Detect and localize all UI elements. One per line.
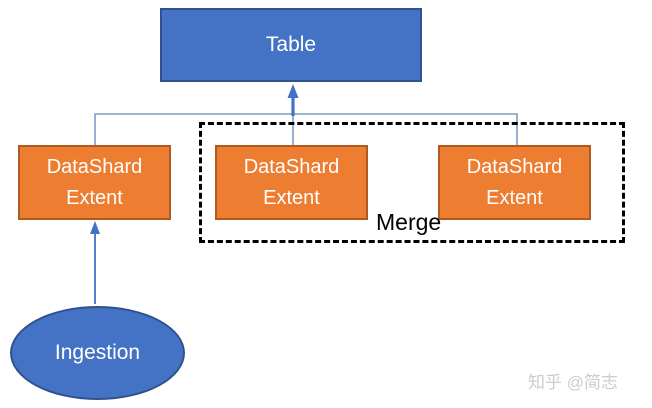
datashard-extent-label: DataShard Extent bbox=[46, 155, 143, 209]
branch-connector-line bbox=[94, 113, 518, 145]
datashard-extent-node-1: DataShard Extent bbox=[18, 145, 171, 220]
datashard-extent-label: DataShard Extent bbox=[466, 155, 563, 209]
merge-label: Merge bbox=[376, 209, 442, 235]
datashard-extent-label: DataShard Extent bbox=[243, 155, 340, 209]
ingestion-node-label: Ingestion bbox=[54, 341, 141, 364]
watermark-text: 知乎 @简志 bbox=[528, 373, 618, 392]
ingestion-arrowhead bbox=[90, 221, 100, 234]
merge-region-box bbox=[199, 122, 625, 243]
datashard-extent-node-3: DataShard Extent bbox=[438, 145, 591, 220]
table-node: Table bbox=[160, 8, 422, 82]
ingestion-node: Ingestion bbox=[10, 306, 185, 400]
datashard-extent-node-2: DataShard Extent bbox=[215, 145, 368, 220]
table-node-label: Table bbox=[265, 33, 317, 56]
merge-to-table-arrowhead bbox=[287, 84, 299, 98]
